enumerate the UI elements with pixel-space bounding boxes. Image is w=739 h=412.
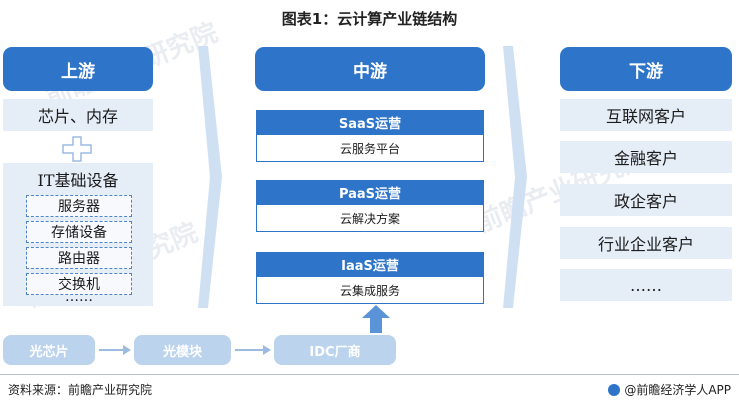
right-arrow-icon: [235, 345, 271, 355]
upstream-header: 上游: [3, 47, 153, 91]
chevron-arrow-icon: [198, 46, 222, 308]
downstream-item-finance: 金融客户: [560, 141, 732, 173]
downstream-item-industry: 行业企业客户: [560, 227, 732, 259]
right-arrow-icon: [99, 345, 131, 355]
it-equipment-title: IT基础设备: [37, 171, 119, 190]
iaas-body: 云集成服务: [256, 276, 484, 304]
upstream-top-item: 芯片、内存: [3, 99, 153, 131]
figure-title: 图表1：云计算产业链结构: [281, 10, 458, 28]
brand-name: @前瞻经济学人APP: [624, 383, 731, 397]
chain-optical-module: 光模块: [134, 335, 231, 365]
brand-logo-icon: [608, 383, 621, 396]
sub-item-router: 路由器: [26, 247, 132, 269]
paas-head: PaaS运营: [256, 180, 484, 204]
brand-credit: @前瞻经济学人APP: [608, 381, 731, 398]
downstream-header: 下游: [560, 47, 732, 91]
footer-divider: [0, 374, 739, 375]
plus-icon: [62, 136, 92, 162]
saas-body: 云服务平台: [256, 134, 484, 162]
source-note: 资料来源：前瞻产业研究院: [8, 383, 153, 397]
saas-head: SaaS运营: [256, 110, 484, 134]
sub-item-storage: 存储设备: [26, 221, 132, 243]
downstream-item-internet: 互联网客户: [560, 99, 732, 131]
paas-body: 云解决方案: [256, 204, 484, 232]
chevron-arrow-icon: [503, 46, 527, 308]
downstream-item-government: 政企客户: [560, 184, 732, 216]
sub-item-server: 服务器: [26, 195, 132, 217]
upstream-ellipsis: ……: [65, 289, 93, 305]
sub-item-switch: 交换机: [26, 273, 132, 295]
iaas-head: IaaS运营: [256, 252, 484, 276]
midstream-header: 中游: [255, 47, 485, 91]
up-arrow-icon: [362, 305, 390, 333]
chain-idc-vendor: IDC厂商: [274, 335, 396, 365]
downstream-item-ellipsis: ……: [560, 269, 732, 301]
chain-optical-chip: 光芯片: [3, 335, 95, 365]
